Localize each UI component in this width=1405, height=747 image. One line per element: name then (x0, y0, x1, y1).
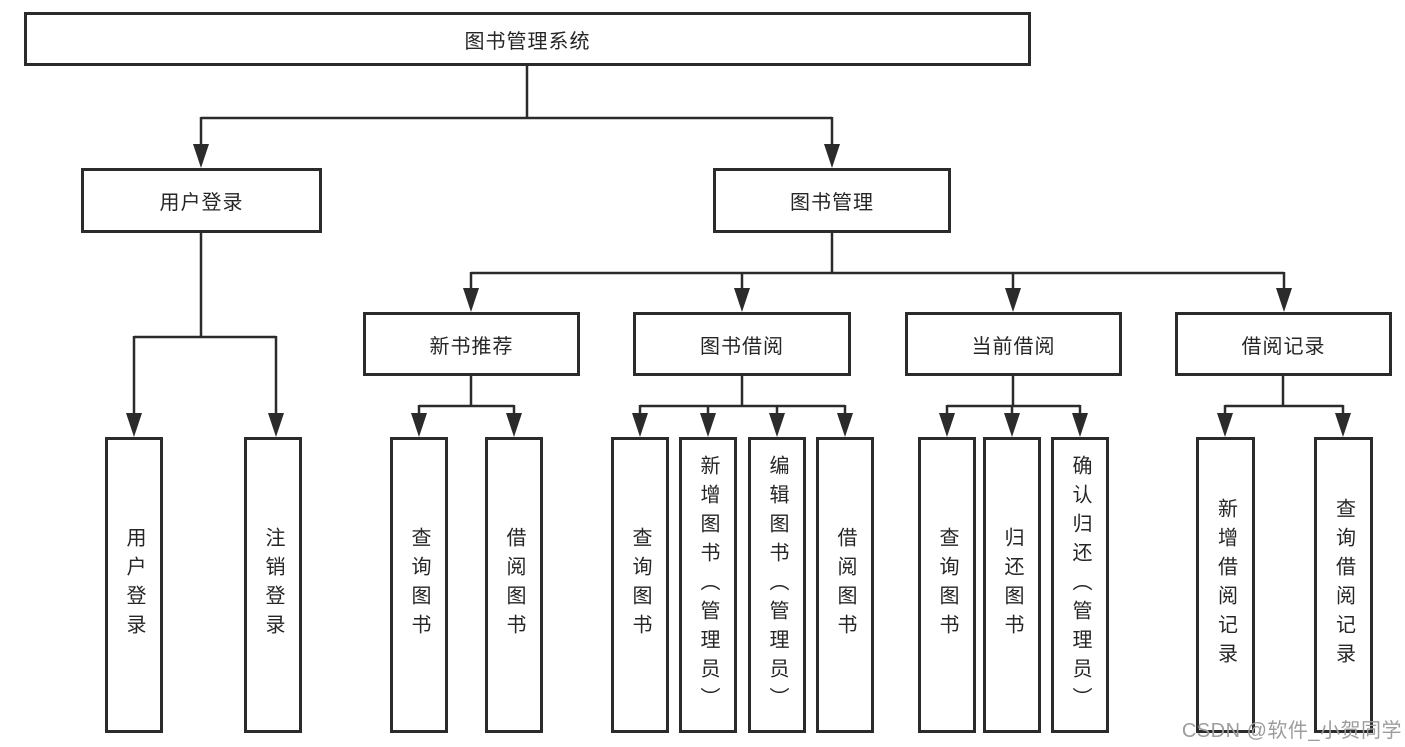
arrow-down-icon (1217, 413, 1233, 437)
connector-bookmgmt-to-level3 (469, 233, 1286, 290)
node-borrow-records: 借阅记录 (1175, 312, 1392, 376)
leaf-edit-book-admin: 编辑图书（管理员） (748, 437, 806, 733)
arrow-down-icon (506, 413, 522, 437)
arrow-down-icon (193, 144, 209, 168)
arrow-down-icon (734, 288, 750, 312)
leaf-user-login: 用户登录 (105, 437, 163, 733)
arrow-down-icon (1335, 413, 1351, 437)
leaf-query-book-borrow: 查询图书 (611, 437, 669, 733)
leaf-borrow-book-recommend: 借阅图书 (485, 437, 543, 733)
node-book-management: 图书管理 (713, 168, 951, 233)
leaf-confirm-return-admin: 确认归还（管理员） (1051, 437, 1109, 733)
connector-newbook-to-leaves (417, 376, 516, 416)
csdn-watermark: CSDN @软件_小贺同学 (1181, 720, 1402, 742)
leaf-add-borrow-record: 新增借阅记录 (1196, 437, 1255, 733)
arrow-down-icon (632, 413, 648, 437)
arrow-down-icon (126, 413, 142, 437)
arrow-down-icon (939, 413, 955, 437)
connector-root-to-level2 (199, 66, 834, 146)
connector-userlogin-to-leaves (132, 233, 278, 415)
arrow-down-icon (837, 413, 853, 437)
node-root-system: 图书管理系统 (24, 12, 1031, 66)
arrow-down-icon (1072, 413, 1088, 437)
arrow-down-icon (463, 288, 479, 312)
node-book-borrow: 图书借阅 (633, 312, 851, 376)
connector-currentborrow-to-leaves (945, 376, 1082, 416)
leaf-query-book-recommend: 查询图书 (390, 437, 448, 733)
arrow-down-icon (411, 413, 427, 437)
node-current-borrow: 当前借阅 (905, 312, 1122, 376)
arrow-down-icon (1004, 413, 1020, 437)
leaf-query-book-current: 查询图书 (918, 437, 976, 733)
leaf-borrow-book: 借阅图书 (816, 437, 874, 733)
arrow-down-icon (700, 413, 716, 437)
arrow-down-icon (1276, 288, 1292, 312)
leaf-return-book: 归还图书 (983, 437, 1041, 733)
arrow-down-icon (268, 413, 284, 437)
leaf-add-book-admin: 新增图书（管理员） (679, 437, 737, 733)
node-new-book-recommend: 新书推荐 (363, 312, 580, 376)
arrow-down-icon (1005, 288, 1021, 312)
node-user-login: 用户登录 (81, 168, 322, 233)
arrowheads (126, 144, 1351, 437)
connector-bookborrow-to-leaves (638, 376, 847, 416)
arrow-down-icon (769, 413, 785, 437)
connector-borrowrecords-to-leaves (1223, 376, 1345, 416)
arrow-down-icon (824, 144, 840, 168)
leaf-logout: 注销登录 (244, 437, 302, 733)
leaf-query-borrow-record: 查询借阅记录 (1314, 437, 1373, 733)
